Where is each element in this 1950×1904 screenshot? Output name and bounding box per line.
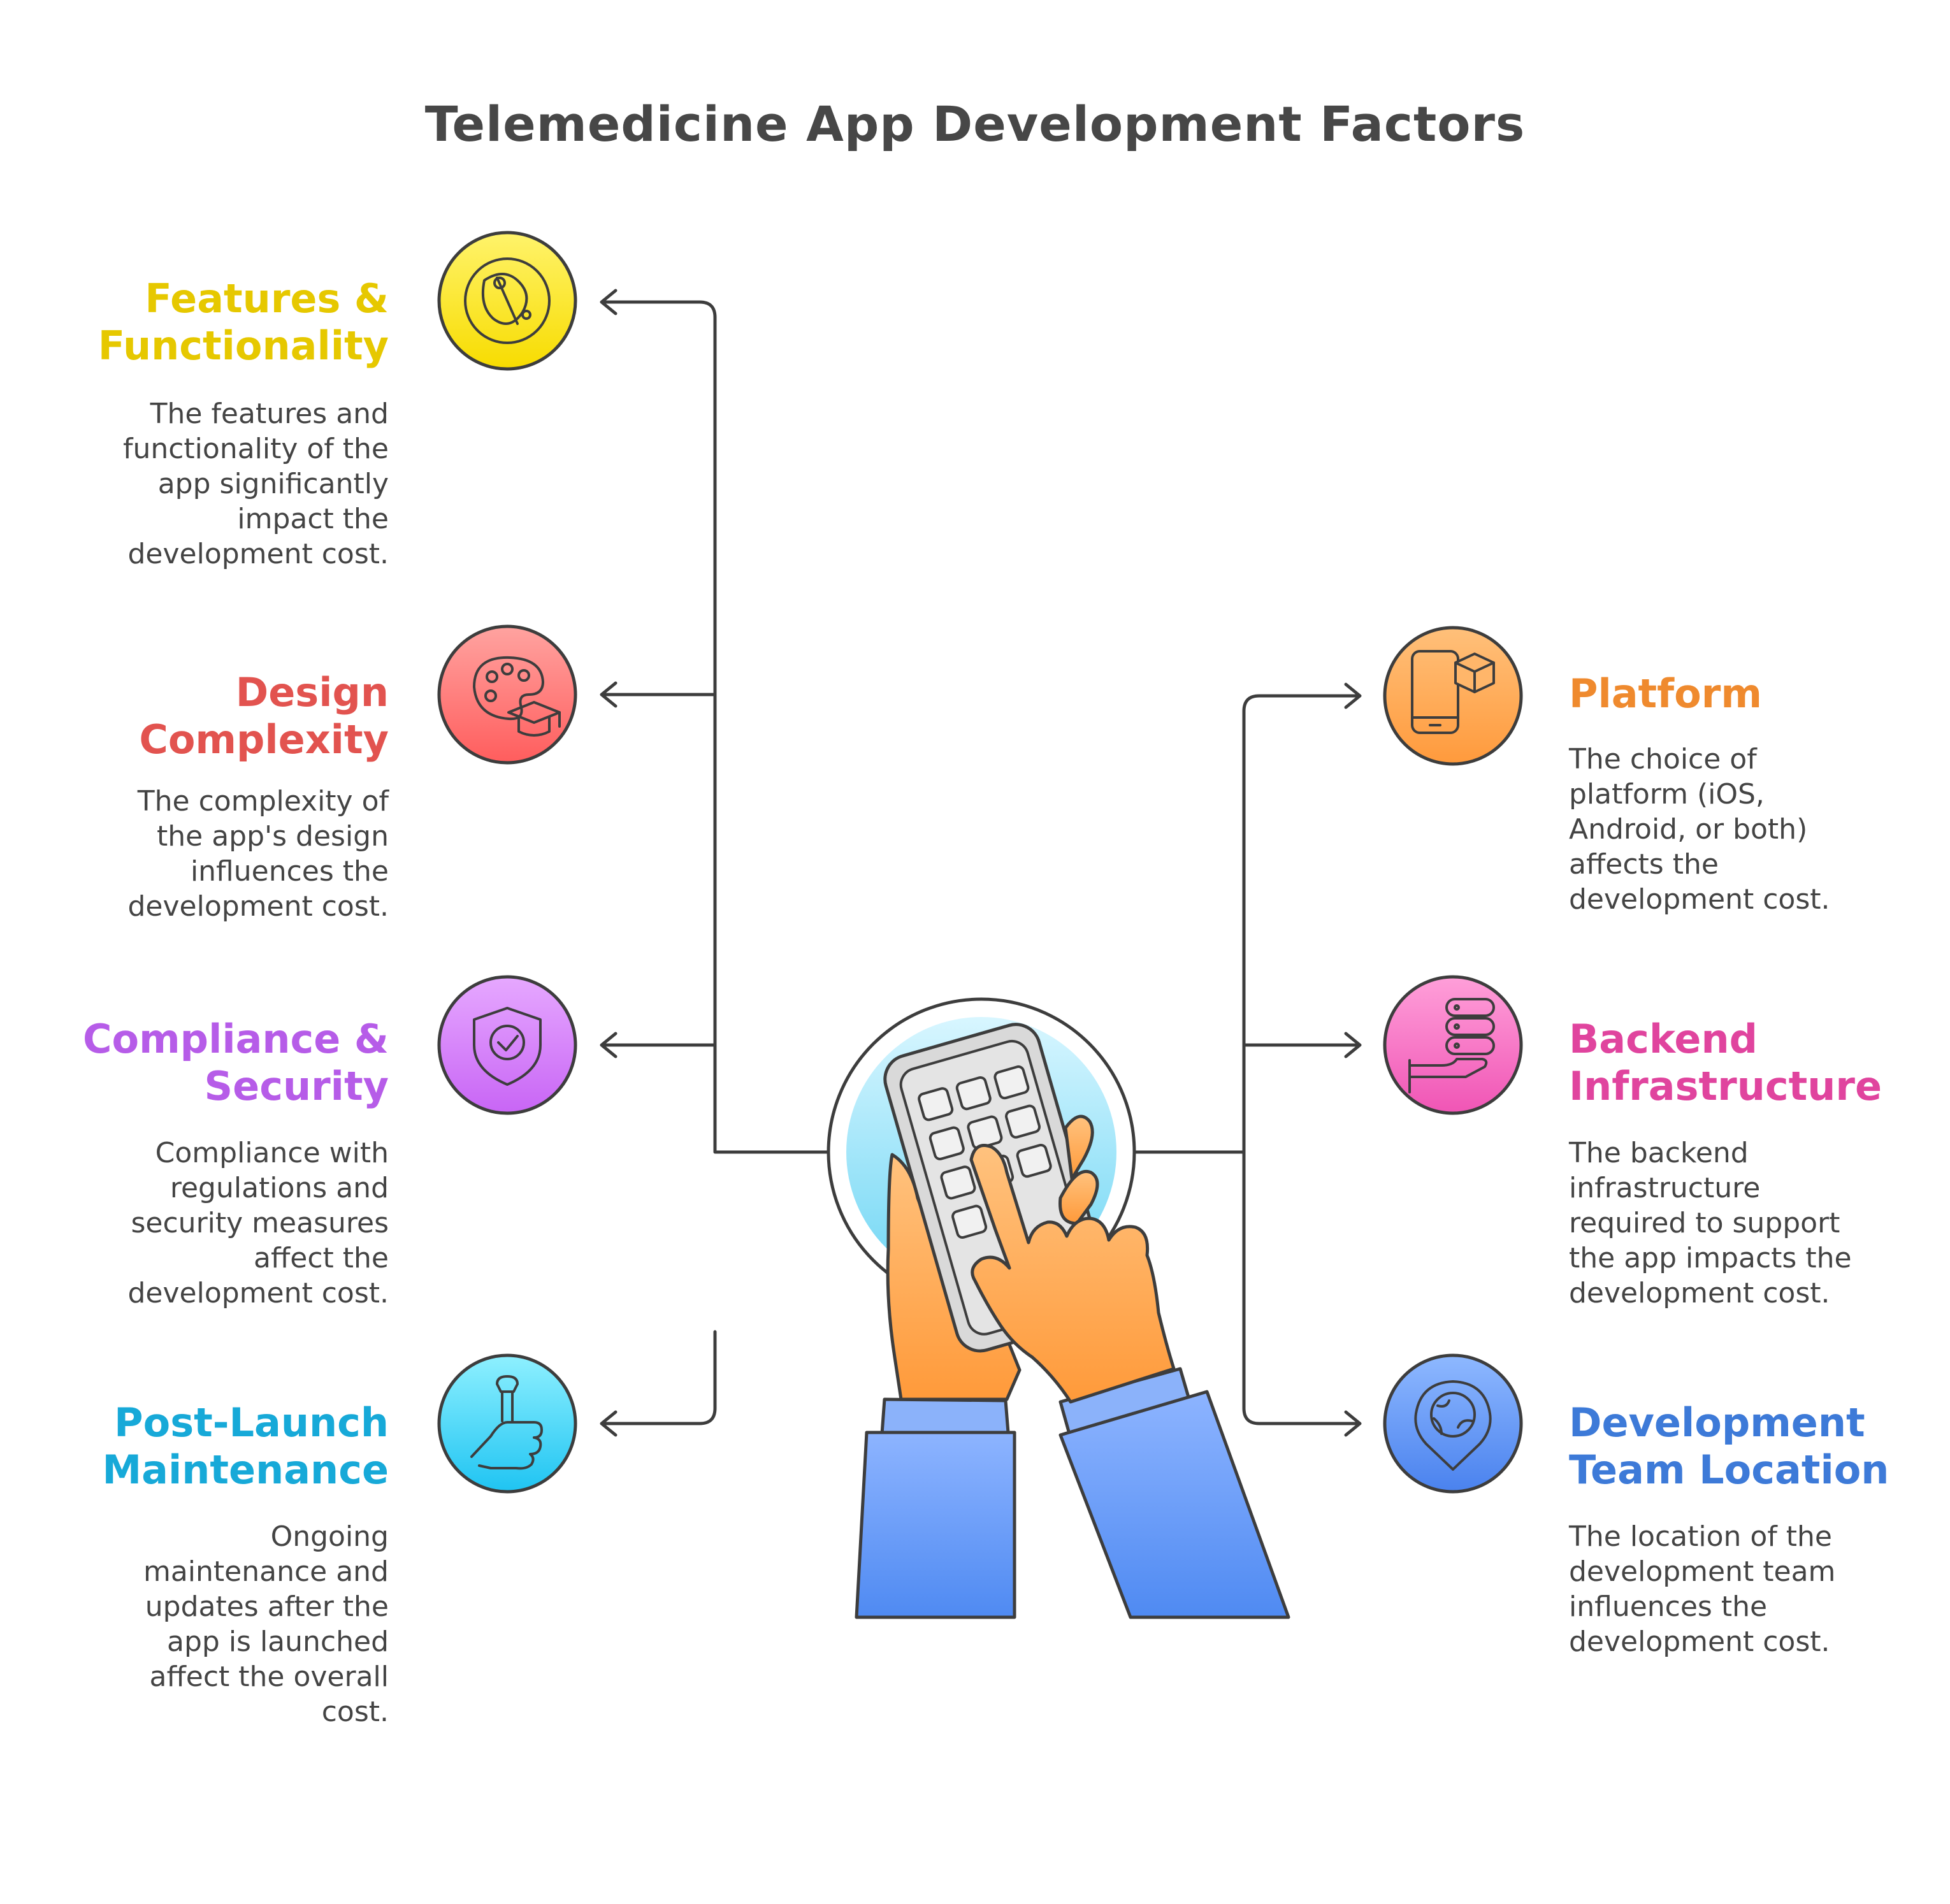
desc-line: infrastructure: [1569, 1172, 1761, 1204]
factor-heading-backend: Backend Infrastructure: [1569, 1016, 1926, 1110]
factor-heading-maintenance: Post-Launch Maintenance: [32, 1399, 389, 1494]
desc-line: The backend: [1569, 1137, 1749, 1169]
page-title: Telemedicine App Development Factors: [424, 96, 1526, 152]
desc-line: Ongoing: [270, 1520, 389, 1553]
desc-line: The location of the: [1569, 1520, 1832, 1553]
factor-description-compliance: Compliance with regulations and security…: [32, 1136, 389, 1311]
factor-description-features: The features and functionality of the ap…: [32, 396, 389, 572]
desc-line: app significantly: [157, 468, 389, 500]
desc-line: Android, or both): [1569, 813, 1808, 846]
heading-line: Development: [1569, 1399, 1865, 1446]
shield-check-icon: [437, 975, 577, 1115]
desc-line: development cost.: [1569, 1277, 1830, 1309]
heading-line: Complexity: [139, 716, 389, 763]
factor-description-maintenance: Ongoing maintenance and updates after th…: [32, 1519, 389, 1729]
paint-brush-palette-icon: [437, 231, 577, 371]
heading-line: Maintenance: [102, 1446, 389, 1493]
desc-line: development cost.: [1569, 1626, 1830, 1658]
desc-line: required to support: [1569, 1207, 1840, 1239]
desc-line: security measures: [131, 1207, 389, 1239]
desc-line: updates after the: [145, 1590, 389, 1623]
desc-line: The features and: [150, 398, 389, 430]
desc-line: development cost.: [127, 890, 389, 923]
connector-lines: [600, 289, 1362, 1437]
phone-box-icon: [1383, 626, 1523, 766]
heading-line: Functionality: [98, 322, 389, 369]
desc-line: the app's design: [157, 820, 389, 853]
desc-line: the app impacts the: [1569, 1242, 1852, 1274]
heading-line: Features &: [145, 275, 389, 322]
heading-line: Backend: [1569, 1016, 1758, 1062]
desc-line: influences the: [190, 855, 389, 888]
desc-line: Compliance with: [155, 1137, 389, 1169]
factor-heading-design: Design Complexity: [32, 669, 389, 763]
heading-line: Post-Launch: [114, 1399, 389, 1446]
factor-description-design: The complexity of the app's design influ…: [32, 784, 389, 924]
desc-line: impact the: [237, 503, 389, 535]
factor-heading-location: Development Team Location: [1569, 1399, 1926, 1494]
factor-heading-platform: Platform: [1569, 670, 1926, 718]
desc-line: development team: [1569, 1555, 1836, 1588]
wrench-thumbs-up-icon: [437, 1353, 577, 1494]
globe-location-pin-icon: [1383, 1353, 1523, 1494]
heading-line: Platform: [1569, 670, 1762, 717]
desc-line: The choice of: [1569, 743, 1757, 775]
desc-line: functionality of the: [122, 433, 389, 465]
heading-line: Compliance &: [82, 1016, 389, 1062]
factor-heading-features: Features & Functionality: [32, 275, 389, 370]
desc-line: affect the: [254, 1242, 389, 1274]
heading-line: Design: [235, 669, 389, 716]
desc-line: development cost.: [1569, 883, 1830, 916]
desc-line: development cost.: [127, 1277, 389, 1309]
desc-line: cost.: [321, 1696, 389, 1728]
desc-line: platform (iOS,: [1569, 778, 1765, 811]
heading-line: Team Location: [1569, 1446, 1889, 1493]
desc-line: affects the: [1569, 848, 1719, 881]
desc-line: development cost.: [127, 538, 389, 570]
server-hand-icon: [1383, 975, 1523, 1115]
desc-line: influences the: [1569, 1590, 1768, 1623]
desc-line: affect the overall: [149, 1661, 389, 1693]
factor-description-location: The location of the development team inf…: [1569, 1519, 1926, 1659]
desc-line: app is launched: [167, 1626, 389, 1658]
desc-line: The complexity of: [137, 785, 389, 818]
palette-graduation-cap-icon: [437, 624, 577, 765]
desc-line: maintenance and: [143, 1555, 389, 1588]
heading-line: Security: [204, 1063, 389, 1109]
hands-holding-phone-icon: [827, 997, 1290, 1619]
factor-heading-compliance: Compliance & Security: [32, 1016, 389, 1110]
heading-line: Infrastructure: [1569, 1063, 1882, 1109]
factor-description-backend: The backend infrastructure required to s…: [1569, 1136, 1926, 1311]
desc-line: regulations and: [170, 1172, 389, 1204]
factor-description-platform: The choice of platform (iOS, Android, or…: [1569, 742, 1926, 917]
